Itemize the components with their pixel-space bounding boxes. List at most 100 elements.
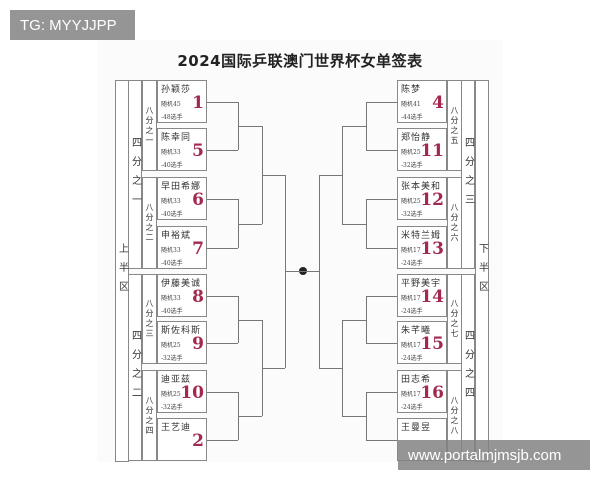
seed-number: 9 <box>192 334 204 354</box>
draw-info: 随机17 <box>401 247 421 254</box>
quota-info: -44选手 <box>401 114 423 121</box>
quota-info: -40选手 <box>161 162 183 169</box>
bracket-line <box>342 319 366 321</box>
player-name: 孙颖莎 <box>161 85 192 95</box>
draw-title: 2024国际乒联澳门世界杯女单签表 <box>177 52 423 70</box>
bracket-line <box>207 392 238 393</box>
watermark-bottom: www.portalmjmsjb.com <box>398 440 590 470</box>
seed-number: 8 <box>192 287 204 307</box>
bracket-line <box>319 367 342 369</box>
bracket-line <box>366 199 397 200</box>
bracket-line <box>207 199 238 200</box>
watermark-top: TG: MYYJJPP <box>10 10 135 40</box>
left-half-label: 上半区 <box>115 80 129 462</box>
right-quarter-label: 四分之三 <box>461 80 475 269</box>
player-name: 张本美和 <box>401 182 442 192</box>
draw-info: 随机41 <box>401 101 421 108</box>
bracket-line <box>366 392 397 393</box>
player-name: 陈梦 <box>401 85 422 95</box>
draw-info: 随机33 <box>161 295 181 302</box>
bracket-line <box>319 174 320 368</box>
draw-info: 随机25 <box>401 198 421 205</box>
draw-info: 随机45 <box>161 101 181 108</box>
quota-info: -24选手 <box>401 308 423 315</box>
bracket-line <box>366 199 367 248</box>
bracket-line <box>342 416 366 417</box>
quota-info: -32选手 <box>401 211 423 218</box>
bracket-line <box>342 223 366 225</box>
left-player-box: 斯佐科斯随机25 -32选手 9 <box>157 321 207 364</box>
seed-number: 13 <box>420 239 444 259</box>
player-name: 郑怡静 <box>401 133 432 143</box>
bracket-line <box>207 440 238 441</box>
bracket-line <box>342 126 366 127</box>
bracket-line <box>366 150 397 151</box>
bracket-line <box>366 440 397 441</box>
bracket-line <box>238 416 262 417</box>
bracket-line <box>238 126 262 127</box>
seed-number: 15 <box>420 334 444 354</box>
seed-number: 1 <box>192 93 204 113</box>
draw-info: 随机25 <box>161 391 181 398</box>
seed-number: 14 <box>420 287 444 307</box>
draw-info: 随机17 <box>401 391 421 398</box>
quota-info: -24选手 <box>401 260 423 267</box>
player-name: 斯佐科斯 <box>161 326 202 336</box>
seed-number: 4 <box>432 93 444 113</box>
player-name: 陈幸同 <box>161 133 192 143</box>
player-name: 伊藤美诚 <box>161 279 202 289</box>
bracket-line <box>207 248 238 249</box>
bracket-line <box>342 319 343 416</box>
player-name: 王艺迪 <box>161 423 192 433</box>
quota-info: -40选手 <box>161 211 183 218</box>
left-eighth-label: 八分之四 <box>142 370 157 461</box>
draw-info: 随机17 <box>401 342 421 349</box>
bracket-line <box>303 271 319 272</box>
bracket-line <box>366 102 367 150</box>
bracket-line <box>238 223 262 225</box>
quota-info: -40选手 <box>161 260 183 267</box>
draw-info: 随机25 <box>161 342 181 349</box>
quota-info: -24选手 <box>401 355 423 362</box>
left-quarter-label: 四分之二 <box>128 274 142 461</box>
player-name: 田志希 <box>401 375 432 385</box>
bracket-line <box>207 150 238 151</box>
right-player-box: 陈梦随机41 -44选手 4 <box>397 80 447 123</box>
bracket-line <box>366 248 397 249</box>
seed-number: 11 <box>420 141 444 161</box>
quota-info: -24选手 <box>401 404 423 411</box>
bracket-line <box>238 319 262 321</box>
bracket-line <box>366 343 397 344</box>
draw-info: 随机33 <box>161 149 181 156</box>
quota-info: -32选手 <box>401 162 423 169</box>
right-quarter-label: 四分之四 <box>461 274 475 461</box>
left-eighth-label: 八分之二 <box>142 177 157 269</box>
draw-info: 随机33 <box>161 247 181 254</box>
right-half-label: 下半区 <box>475 80 489 462</box>
bracket-line <box>366 296 397 297</box>
draw-info: 随机25 <box>401 149 421 156</box>
player-name: 朱芊曦 <box>401 326 432 336</box>
draw-info: 随机33 <box>161 198 181 205</box>
bracket-line <box>262 174 285 176</box>
seed-number: 12 <box>420 190 444 210</box>
player-name: 早田希娜 <box>161 182 202 192</box>
quota-info: -32选手 <box>161 355 183 362</box>
left-eighth-label: 八分之一 <box>142 80 157 171</box>
player-name: 迪亚兹 <box>161 375 192 385</box>
bracket-line <box>207 343 238 344</box>
seed-number: 10 <box>180 383 204 403</box>
bracket-line <box>366 392 367 440</box>
seed-number: 2 <box>192 431 204 451</box>
seed-number: 6 <box>192 190 204 210</box>
left-player-box: 早田希娜随机33 -40选手 6 <box>157 177 207 220</box>
bracket-line <box>319 174 342 176</box>
